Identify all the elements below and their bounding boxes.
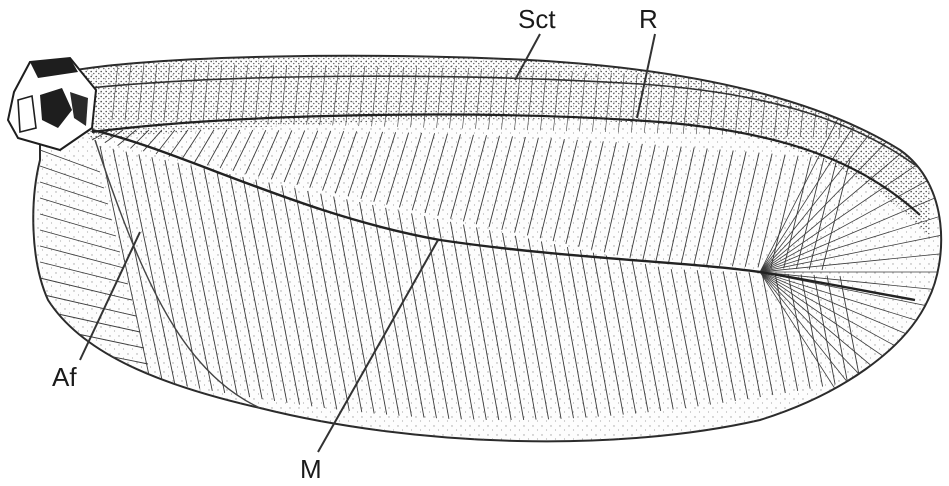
af-label: Af	[52, 364, 77, 390]
sct-label: Sct	[518, 6, 556, 32]
m-label: M	[300, 456, 322, 482]
r-label: R	[639, 6, 658, 32]
